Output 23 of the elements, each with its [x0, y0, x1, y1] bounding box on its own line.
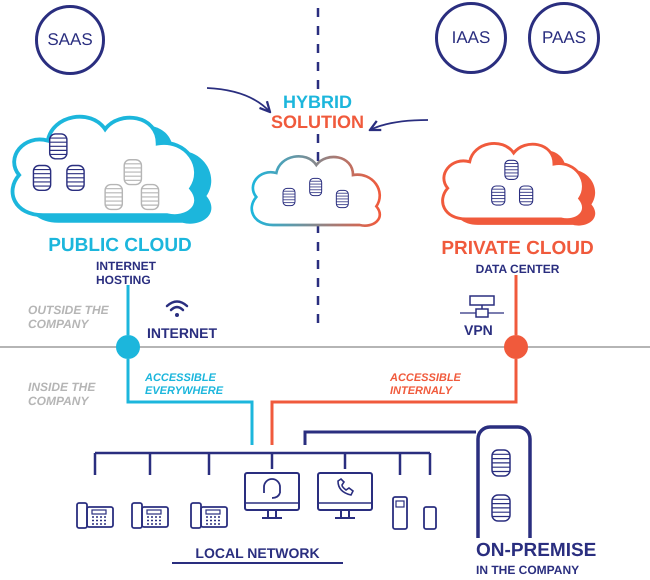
connector-line — [126, 359, 254, 445]
node-subtitle: INTERNET HOSTING — [96, 259, 157, 287]
connector-line — [304, 430, 476, 445]
curved-arrow — [368, 119, 428, 132]
connector-line — [270, 359, 518, 445]
node-title: PRIVATE CLOUD — [440, 238, 595, 260]
node-title: LOCAL NETWORK — [194, 545, 321, 561]
connector-line — [514, 275, 518, 335]
junction-dot — [116, 335, 140, 359]
node-title: PUBLIC CLOUD — [47, 235, 193, 257]
node-caption: VPN — [464, 322, 493, 338]
service-circle: SAAS — [35, 5, 105, 75]
junction-dot — [504, 335, 528, 359]
service-circle: IAAS — [435, 2, 507, 74]
node-subtitle: IN THE COMPANY — [476, 563, 580, 577]
service-circle: PAAS — [528, 2, 600, 74]
node-title: ON-PREMISE — [476, 540, 598, 562]
zone-label: INSIDE THE COMPANY — [28, 380, 97, 408]
node-caption: INTERNET — [147, 325, 217, 341]
node-subtitle: DATA CENTER — [474, 262, 560, 276]
curved-arrow — [206, 87, 272, 114]
zone-label: OUTSIDE THE COMPANY — [28, 303, 110, 331]
connector-line — [126, 285, 130, 335]
